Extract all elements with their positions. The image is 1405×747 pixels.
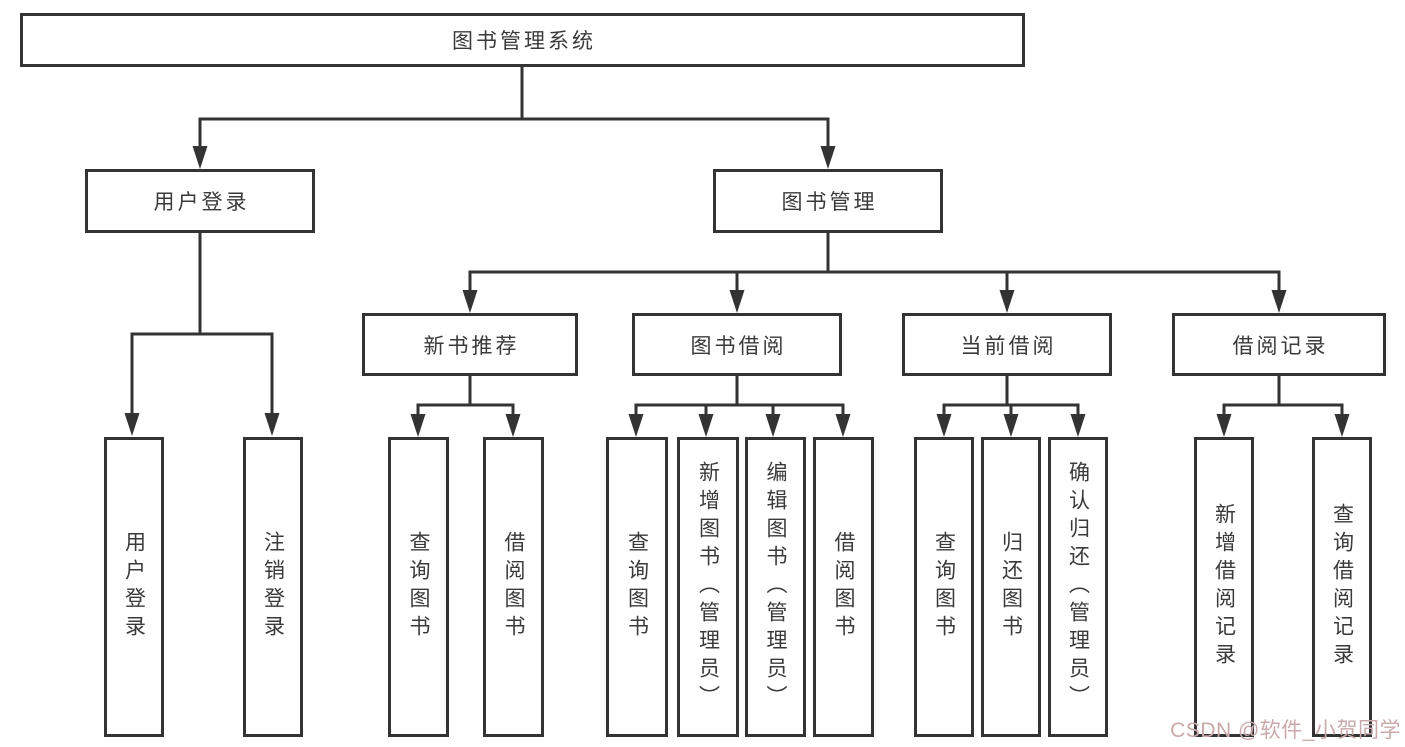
csdn-watermark: CSDN @软件_小贺同学 [1170, 719, 1401, 742]
leaf-query-books-borrowing: 查询图书 [606, 437, 668, 737]
node-current-borrowing: 当前借阅 [902, 313, 1112, 376]
edges-borrowing-records-children [1216, 376, 1350, 437]
node-user-login: 用户登录 [85, 169, 315, 233]
edges-root-to-level1 [192, 67, 836, 169]
node-book-management: 图书管理 [713, 169, 943, 233]
leaf-confirm-return-admin: 确认归还（管理员） [1048, 437, 1108, 737]
node-root: 图书管理系统 [20, 13, 1025, 67]
node-new-book-recommend: 新书推荐 [362, 313, 578, 376]
edges-user-login-branch [124, 233, 280, 436]
edges-book-management-branch [462, 233, 1287, 313]
edges-new-book-recommend-children [410, 376, 521, 437]
leaf-user-login: 用户登录 [104, 437, 164, 737]
leaf-borrow-books-borrowing: 借阅图书 [813, 437, 874, 737]
leaf-edit-books-admin: 编辑图书（管理员） [745, 437, 806, 737]
leaf-query-books-current: 查询图书 [914, 437, 974, 737]
leaf-logout: 注销登录 [243, 437, 303, 737]
leaf-borrow-books-recommend: 借阅图书 [483, 437, 544, 737]
node-book-borrowing: 图书借阅 [632, 313, 842, 376]
leaf-add-books-admin: 新增图书（管理员） [677, 437, 739, 737]
node-borrowing-records: 借阅记录 [1172, 313, 1386, 376]
edges-current-borrowing-children [936, 376, 1086, 437]
leaf-query-borrow-record: 查询借阅记录 [1312, 437, 1372, 737]
leaf-add-borrow-record: 新增借阅记录 [1194, 437, 1254, 737]
leaf-return-books: 归还图书 [981, 437, 1041, 737]
edges-book-borrowing-children [628, 376, 851, 437]
leaf-query-books-recommend: 查询图书 [388, 437, 449, 737]
